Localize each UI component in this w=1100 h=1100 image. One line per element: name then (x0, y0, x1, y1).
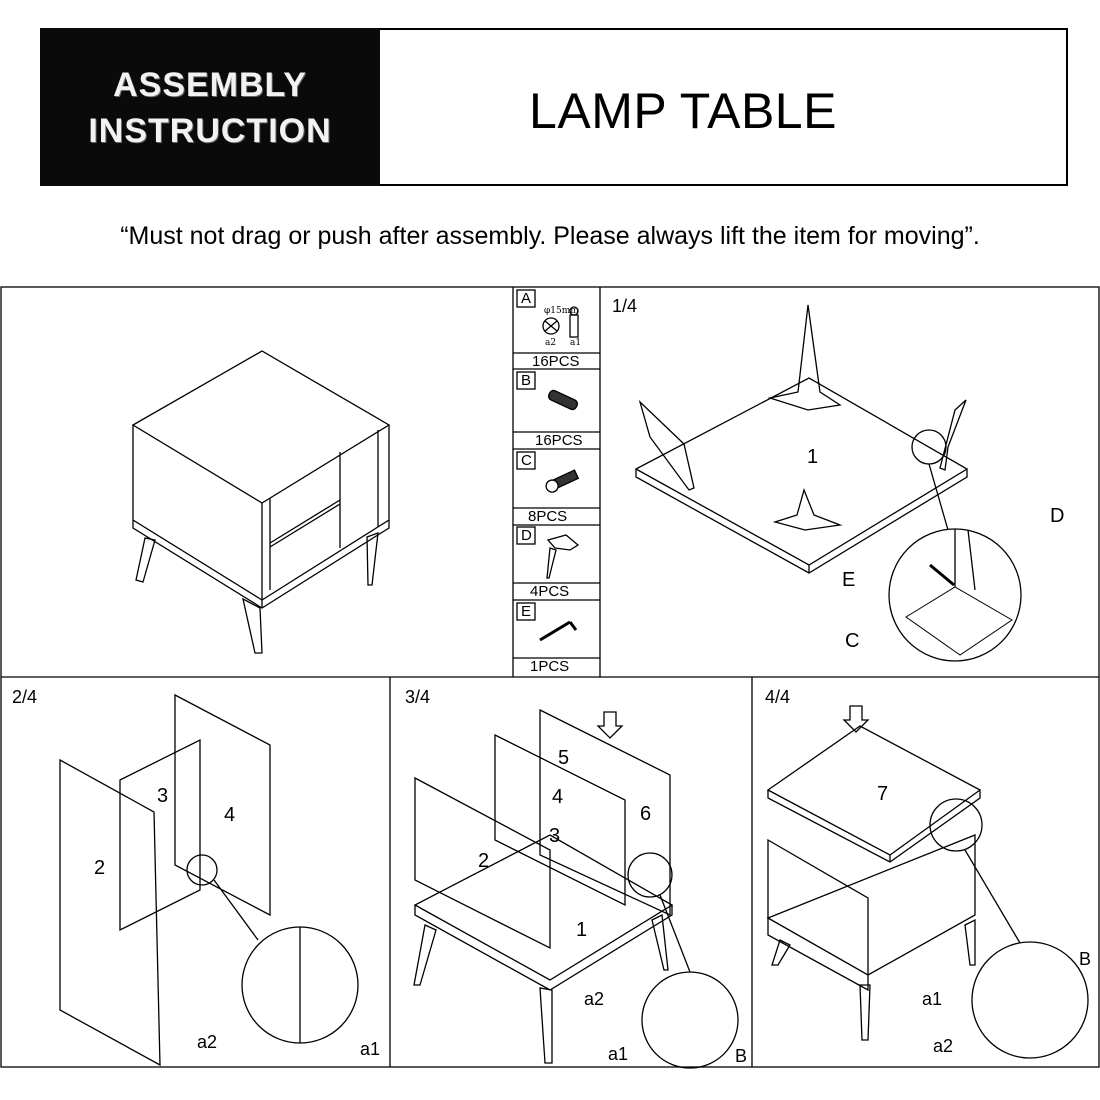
part-b-letter: B (521, 372, 532, 389)
step4-callout-a2: a2 (933, 1036, 954, 1056)
step3-callout-a1: a1 (608, 1044, 629, 1064)
part-a2-label: a2 (545, 338, 557, 348)
part-b-qty: 16PCS (535, 432, 583, 449)
allen-key-icon (539, 620, 578, 642)
step3-callout-b: B (735, 1046, 748, 1066)
step4-illustration (766, 705, 1089, 1059)
step1-callout-c: C (845, 630, 860, 652)
step4-panel-7: 7 (877, 783, 889, 805)
panel-grid (0, 286, 1100, 1068)
part-d-qty: 4PCS (530, 583, 570, 600)
step2-panel-2: 2 (94, 857, 106, 879)
step3-panel-4: 4 (552, 786, 564, 808)
part-c-qty: 8PCS (528, 508, 568, 525)
step4-callout-a1: a1 (922, 989, 943, 1009)
step3-callout-a2: a2 (584, 989, 605, 1009)
step3-panel-1: 1 (576, 919, 588, 941)
parts-list (513, 289, 600, 659)
part-a-letter: A (521, 290, 532, 307)
step2-panel-4: 4 (224, 804, 236, 826)
step3-panel-6: 6 (640, 803, 652, 825)
wooden-dowel-icon (547, 389, 579, 411)
step4-number: 4/4 (765, 687, 791, 707)
warning-note: “Must not drag or push after assembly. P… (120, 222, 980, 250)
part-d-letter: D (521, 527, 532, 544)
part-a-qty: 16PCS (532, 353, 580, 370)
product-title: LAMP TABLE (529, 83, 837, 139)
step3-panel-2: 2 (478, 850, 490, 872)
cam-lock-icon (542, 306, 579, 338)
assembly-instruction-badge: ASSEMBLY INSTRUCTION (40, 28, 380, 186)
step3-panel-3: 3 (549, 825, 561, 847)
step2-panel-3: 3 (157, 785, 169, 807)
finished-table-illustration (131, 350, 391, 654)
part-a1-label: a1 (570, 338, 582, 348)
step4-callout-b: B (1079, 949, 1092, 969)
part-c-letter: C (521, 452, 532, 469)
step2-callout-a2: a2 (197, 1032, 218, 1052)
step2-callout-a1: a1 (360, 1039, 381, 1059)
step2-number: 2/4 (12, 687, 38, 707)
badge-line-2: INSTRUCTION (88, 112, 332, 150)
part-e-letter: E (521, 603, 532, 620)
step3-panel-5: 5 (558, 747, 570, 769)
leg-bracket-icon (546, 534, 580, 579)
step1-panel-1: 1 (807, 446, 819, 468)
step1-callout-d: D (1050, 505, 1065, 527)
step1-number: 1/4 (612, 296, 638, 316)
step3-number: 3/4 (405, 687, 431, 707)
part-a-size: φ15mm (544, 306, 579, 316)
badge-line-1: ASSEMBLY (113, 66, 307, 104)
step3-illustration (413, 708, 739, 1069)
part-e-qty: 1PCS (530, 658, 570, 675)
screw-icon (545, 469, 580, 493)
step1-illustration (634, 304, 1022, 662)
step2-illustration (59, 693, 359, 1067)
step1-callout-e: E (842, 569, 856, 591)
